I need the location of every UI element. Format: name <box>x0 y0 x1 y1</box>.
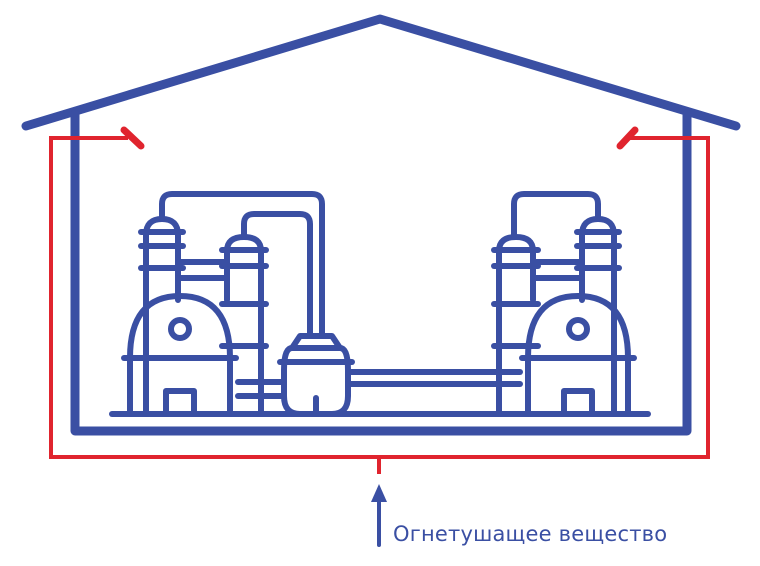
plant-equipment <box>109 191 651 417</box>
left-column-group <box>121 191 325 417</box>
nozzle-left <box>120 126 145 150</box>
building <box>21 14 741 436</box>
nozzle-right <box>616 126 639 150</box>
roof <box>21 14 741 131</box>
pipe-loop <box>49 136 710 459</box>
central-tank <box>277 333 355 417</box>
suppression-piping <box>49 126 710 474</box>
building-walls <box>70 109 692 436</box>
extinguishing-agent-label: Огнетушащее вещество <box>393 522 668 546</box>
supply-arrow <box>371 484 387 547</box>
right-column-group <box>491 191 637 417</box>
